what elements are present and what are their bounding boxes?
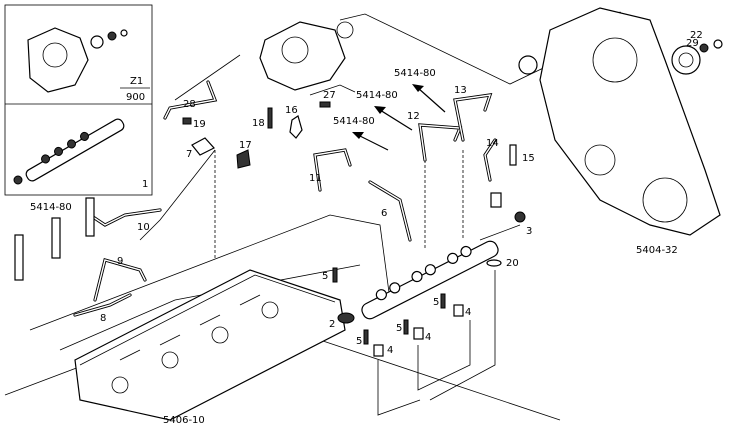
label-group-5406-10: 5406-10 — [163, 415, 205, 426]
label-900: 900 — [126, 92, 145, 103]
label-4: 4 — [425, 332, 431, 343]
inset-rail — [25, 118, 125, 182]
label-7: 7 — [186, 149, 192, 160]
label-20: 20 — [506, 258, 519, 269]
cylinder-head — [74, 269, 346, 421]
timing-cover — [518, 7, 723, 236]
label-1: 1 — [142, 179, 148, 190]
fuel-pipes — [73, 80, 497, 317]
label-17: 17 — [239, 140, 252, 151]
label-3: 3 — [526, 226, 532, 237]
label-18: 18 — [252, 118, 265, 129]
high-pressure-pump — [259, 21, 354, 91]
label-4: 4 — [465, 307, 471, 318]
label-14: 14 — [486, 138, 499, 149]
label-28: 28 — [183, 99, 196, 110]
label-11: 11 — [309, 173, 322, 184]
common-rail — [361, 240, 499, 320]
label-z1: Z1 — [130, 76, 143, 87]
label-15: 15 — [522, 153, 535, 164]
label-6: 6 — [381, 208, 387, 219]
label-22: 22 — [690, 30, 703, 41]
label-12: 12 — [407, 111, 420, 122]
callout-labels: Z1 900 1 5414-80 5414-80 5414-80 5414-80… — [30, 30, 703, 426]
inset-box — [4, 4, 153, 196]
label-5: 5 — [356, 336, 362, 347]
label-27: 27 — [323, 90, 336, 101]
label-8: 8 — [100, 313, 106, 324]
label-9: 9 — [117, 256, 123, 267]
label-ref-5414-80: 5414-80 — [30, 202, 72, 213]
label-10: 10 — [137, 222, 150, 233]
reference-arrows — [352, 84, 446, 151]
label-16: 16 — [285, 105, 298, 116]
label-ref-5414-80: 5414-80 — [356, 90, 398, 101]
small-parts — [14, 101, 526, 357]
label-2: 2 — [329, 319, 335, 330]
label-5: 5 — [322, 271, 328, 282]
label-29: 29 — [686, 38, 699, 49]
label-5: 5 — [433, 297, 439, 308]
gear-29 — [671, 45, 701, 75]
label-ref-5414-80: 5414-80 — [394, 68, 436, 79]
label-5: 5 — [396, 323, 402, 334]
label-19: 19 — [193, 119, 206, 130]
label-group-5404-32: 5404-32 — [636, 245, 678, 256]
injector — [14, 234, 24, 281]
inset-pump — [27, 27, 89, 93]
label-ref-5414-80: 5414-80 — [333, 116, 375, 127]
label-4: 4 — [387, 345, 393, 356]
label-13: 13 — [454, 85, 467, 96]
